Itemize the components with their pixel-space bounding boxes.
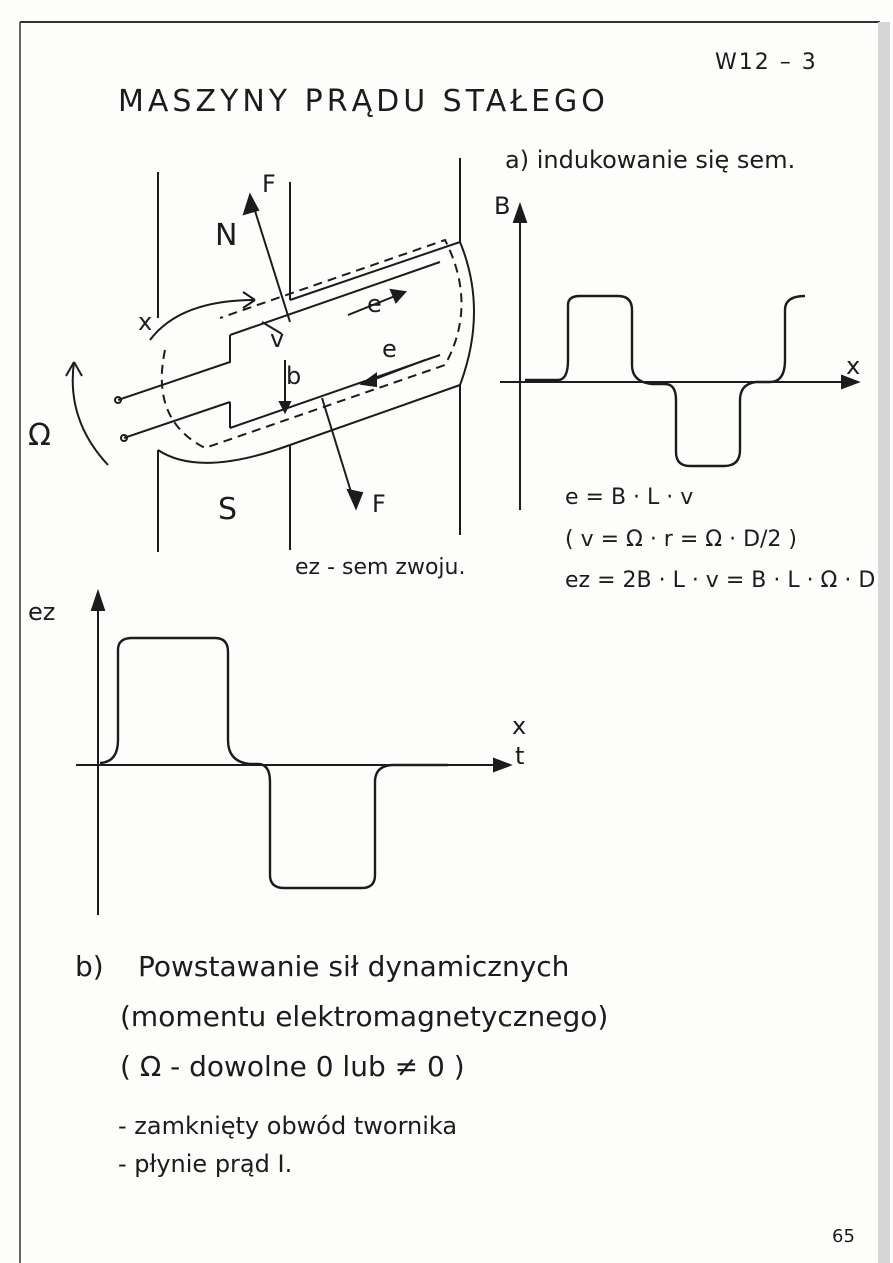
omega-rotation-arrow-head bbox=[65, 361, 83, 377]
graph-ez-x-label-bottom: t bbox=[515, 742, 525, 770]
ez-note: eᴢ - sem zwoju. bbox=[295, 555, 466, 580]
coordinate-x-label: x bbox=[138, 308, 153, 336]
rotation-arrow-top-head bbox=[242, 291, 256, 309]
armature-shaft-lower bbox=[123, 401, 231, 439]
force-f-bottom-head bbox=[346, 488, 364, 511]
armature-top-edge bbox=[229, 261, 441, 336]
graph-b-curve bbox=[525, 294, 806, 468]
terminal-top bbox=[114, 396, 122, 404]
graph-b-x-axis-arrow bbox=[841, 374, 861, 390]
page-title: MASZYNY PRĄDU STAŁEGO bbox=[118, 84, 609, 119]
e-top-arrow-head bbox=[389, 288, 407, 304]
graph-ez-y-axis-arrow bbox=[90, 588, 106, 611]
omega-label: Ω bbox=[28, 418, 51, 453]
graph-b-y-label: B bbox=[494, 192, 511, 220]
b-arrow-head bbox=[278, 401, 292, 415]
graph-ez-x-axis-arrow bbox=[493, 757, 513, 773]
graph-b-x-label: x bbox=[846, 352, 861, 380]
section-b-label: b) bbox=[75, 950, 104, 983]
dc-machine-diagram bbox=[65, 158, 475, 552]
width-b-label: b bbox=[286, 362, 302, 390]
section-b-line-2: (momentu elektromagnetycznego) bbox=[120, 1000, 609, 1033]
bullet-current-flows: - płynie prąd I. bbox=[118, 1150, 293, 1178]
force-f-bottom-label: F bbox=[372, 490, 386, 518]
v-arrow-line bbox=[261, 321, 283, 335]
force-f-top-line bbox=[249, 194, 291, 323]
emf-e-top-label: e bbox=[367, 290, 382, 318]
equation-v: ( v = Ω · r = Ω · D/2 ) bbox=[565, 527, 797, 552]
pole-s-diagonal bbox=[289, 384, 461, 446]
rotation-arrow-top bbox=[149, 299, 256, 341]
section-b-line-1: Powstawanie sił dynamicznych bbox=[138, 950, 570, 983]
pole-right-face bbox=[459, 241, 475, 386]
page-id-code: W12 – 3 bbox=[715, 50, 818, 75]
graph-ez-x-label-top: x bbox=[512, 712, 527, 740]
pole-n-label: N bbox=[215, 218, 238, 253]
graph-ez-curve bbox=[99, 636, 448, 890]
section-b-line-3: ( Ω - dowolne 0 lub ≠ 0 ) bbox=[120, 1050, 465, 1083]
equation-e: e = B · L · v bbox=[565, 485, 694, 510]
graph-b-y-axis-arrow bbox=[512, 201, 528, 223]
armature-step-top bbox=[117, 335, 231, 401]
section-a-label: a) indukowanie się sem. bbox=[505, 146, 796, 174]
terminal-bottom bbox=[120, 434, 128, 442]
force-f-top-label: F bbox=[262, 170, 276, 198]
graph-ez-y-label: eᴢ bbox=[28, 598, 56, 626]
emf-e-bottom-label: e bbox=[382, 335, 397, 363]
conductor-loop-dashed bbox=[160, 238, 463, 450]
graph-b-of-x bbox=[500, 201, 861, 510]
e-bottom-arrow-head bbox=[359, 372, 377, 388]
pole-n-diagonal bbox=[289, 241, 461, 301]
right-edge-shadow bbox=[878, 22, 890, 1263]
graph-ez-of-t bbox=[76, 588, 513, 915]
equation-ez: eᴢ = 2B · L · v = B · L · Ω · D bbox=[565, 568, 876, 593]
velocity-v-label: v bbox=[270, 325, 285, 353]
bullet-closed-armature-circuit: - zamknięty obwód twornika bbox=[118, 1112, 458, 1140]
force-f-top-head bbox=[242, 192, 260, 216]
page-number: 65 bbox=[832, 1226, 855, 1247]
omega-rotation-arrow bbox=[71, 361, 109, 466]
pole-s-face bbox=[157, 444, 291, 464]
pole-s-label: S bbox=[218, 492, 238, 527]
